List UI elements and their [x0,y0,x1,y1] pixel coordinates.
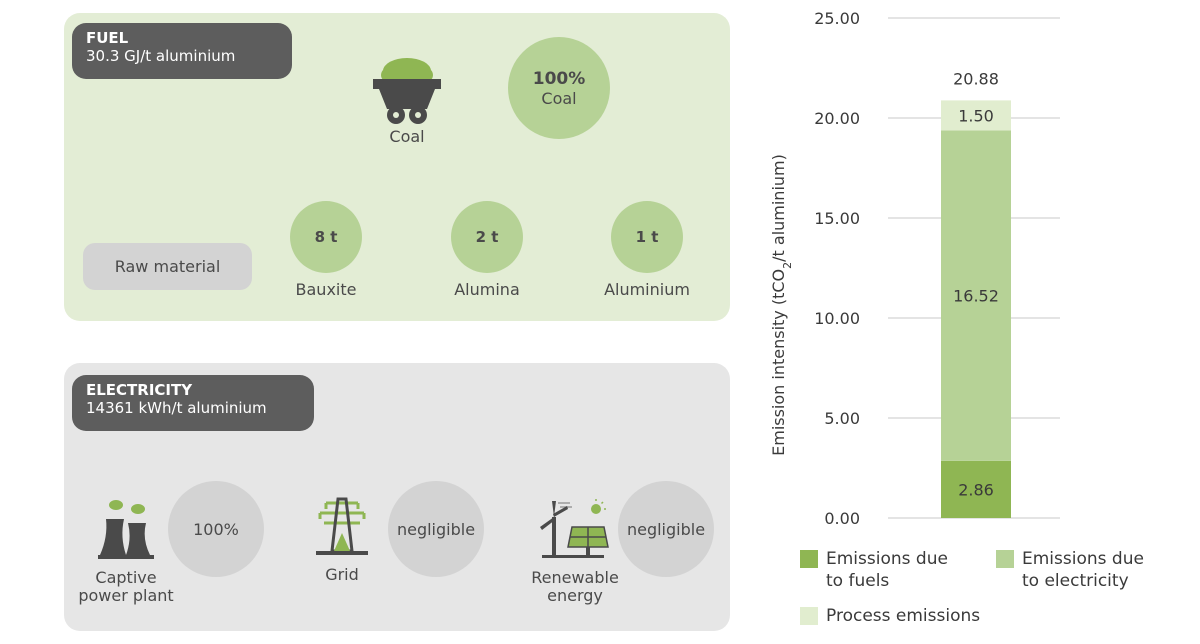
bar-segment-0 [941,460,1011,518]
coal-share-circle: 100% Coal [508,37,610,139]
data-label-2: 1.50 [958,106,994,125]
cooling-tower-icon [98,500,154,559]
electricity-subtitle: 14361 kWh/t aluminium [86,399,267,417]
coal-label: Coal [389,127,425,146]
bar-segment-2 [941,100,1011,131]
electricity-panel: ELECTRICITY 14361 kWh/t aluminium Captiv… [64,363,730,631]
coal-cart-icon [373,58,441,124]
y-tick-label: 20.00 [814,109,860,128]
raw-material-pill: Raw material [83,243,252,290]
coal-share-pct: 100% [532,68,586,89]
y-tick-label: 15.00 [814,209,860,228]
fuel-tag: FUEL 30.3 GJ/t aluminium [72,23,292,79]
source-renewable-share: negligible [618,481,714,577]
legend-swatch-process [800,607,818,625]
material-bauxite-circle: 8 t [290,201,362,273]
electricity-title: ELECTRICITY [86,381,193,399]
material-bauxite-label: Bauxite [295,280,357,299]
material-aluminium-label: Aluminium [604,280,690,299]
legend-item-process: Process emissions [800,605,980,627]
y-tick-label: 25.00 [814,9,860,28]
bar-segment-1 [941,130,1011,461]
electricity-tag: ELECTRICITY 14361 kWh/t aluminium [72,375,314,431]
legend-swatch-electricity [996,550,1014,568]
transmission-tower-icon [316,497,368,555]
fuel-subtitle: 30.3 GJ/t aluminium [86,47,236,65]
coal-share-label: Coal [541,88,577,108]
material-alumina-circle: 2 t [451,201,523,273]
source-captive-label: Captive power plant [78,568,174,605]
source-renewable-label: Renewable energy [531,568,619,605]
material-alumina-label: Alumina [454,280,520,299]
y-tick-label: 5.00 [824,409,860,428]
y-axis-label: Emission intensity (tCO2/t aluminium) [769,154,794,456]
legend-swatch-fuels [800,550,818,568]
data-label-1: 16.52 [953,287,999,306]
y-tick-label: 10.00 [814,309,860,328]
material-aluminium-circle: 1 t [611,201,683,273]
wind-solar-icon [540,499,609,558]
fuel-panel: FUEL 30.3 GJ/t aluminium Coal 100% Coal … [64,13,730,321]
source-captive-share: 100% [168,481,264,577]
fuel-title: FUEL [86,29,129,47]
source-grid-share: negligible [388,481,484,577]
total-label: 20.88 [953,69,999,88]
emission-bar-chart: Emission intensity (tCO2/t aluminium) 0.… [769,9,1060,528]
source-grid-label: Grid [325,565,359,584]
data-label-0: 2.86 [958,480,994,499]
y-tick-label: 0.00 [824,509,860,528]
